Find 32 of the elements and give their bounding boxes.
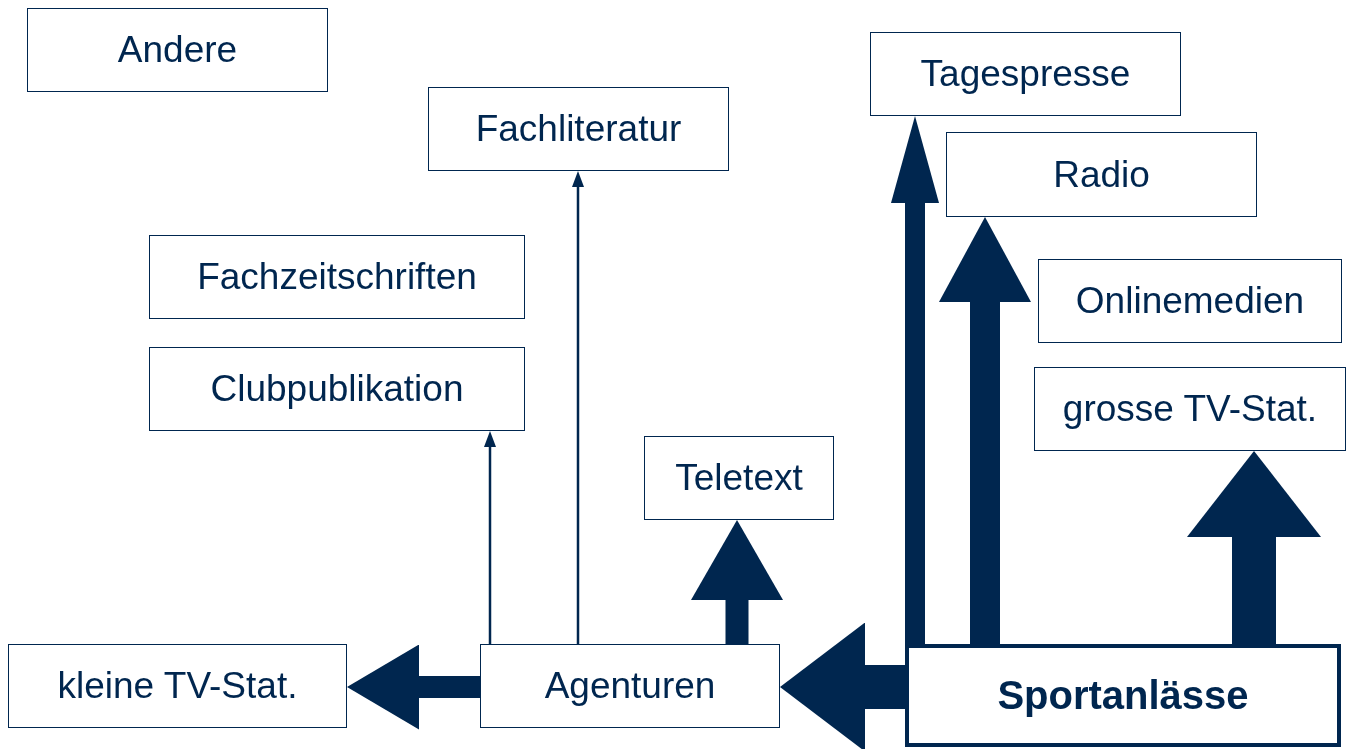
arrow — [484, 431, 496, 644]
media-box — [428, 87, 729, 171]
arrow — [572, 171, 584, 644]
node-label: Clubpublikation — [210, 368, 464, 410]
media-box — [870, 32, 1181, 116]
arrow — [691, 520, 783, 644]
media-box — [8, 644, 347, 728]
media-box — [644, 436, 834, 520]
node-label: Andere — [117, 29, 238, 71]
node-label: Agenturen — [544, 665, 716, 707]
node-label: Fachzeitschriften — [197, 256, 477, 298]
node-label: kleine TV-Stat. — [57, 665, 298, 707]
node-label: grosse TV-Stat. — [1062, 388, 1318, 430]
media-box — [149, 235, 525, 319]
node-label: Sportanlässe — [997, 673, 1249, 718]
node-label: Teletext — [675, 457, 803, 499]
media-box — [1038, 259, 1342, 343]
media-box — [1034, 367, 1346, 451]
arrow — [780, 622, 905, 749]
media-box — [149, 347, 525, 431]
arrow — [891, 116, 939, 644]
media-box — [480, 644, 780, 728]
main-box — [905, 644, 1341, 747]
arrow — [1187, 451, 1321, 644]
node-label: Tagespresse — [920, 53, 1131, 95]
node-label: Fachliteratur — [475, 108, 682, 150]
media-box — [946, 132, 1257, 217]
media-box — [27, 8, 328, 92]
arrow — [347, 644, 480, 730]
arrow — [939, 217, 1031, 644]
node-label: Radio — [1053, 153, 1150, 196]
node-label: Onlinemedien — [1075, 280, 1305, 322]
